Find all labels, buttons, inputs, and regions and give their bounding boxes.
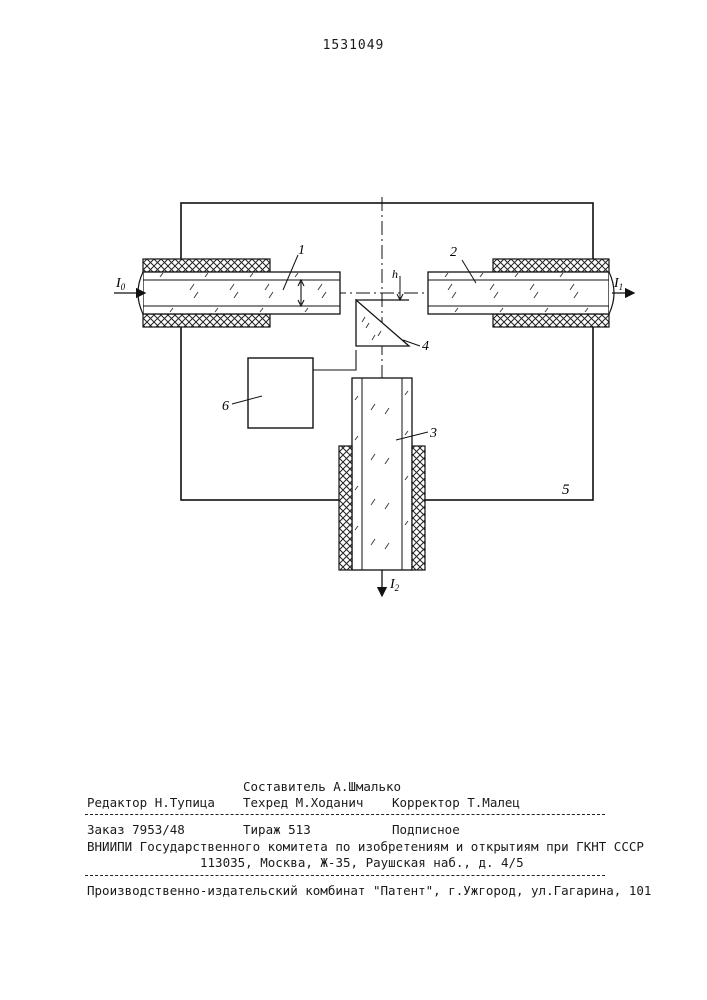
editor-line: Редактор Н.Тупица: [87, 795, 215, 810]
label-2: 2: [450, 245, 457, 260]
fiber-3-jacket-left: [339, 446, 352, 570]
compiler-line: Составитель А.Шмалько: [243, 779, 401, 794]
label-3: 3: [429, 426, 437, 441]
input-beam-label: I0: [115, 276, 126, 292]
circulation-line: Тираж 513: [243, 822, 311, 837]
fiber-1-jacket-bottom: [143, 314, 270, 327]
fiber-3-cladding: [352, 378, 412, 570]
output-beam-1-label: I1: [613, 276, 623, 292]
fiber-2: [428, 259, 614, 327]
prism-4: [356, 300, 420, 346]
label-6: 6: [222, 399, 229, 414]
corrector-line: Корректор Т.Малец: [392, 795, 520, 810]
techred-line: Техред М.Ходанич: [243, 795, 363, 810]
output-beam-2-label: I2: [389, 577, 400, 593]
imprint-rule-bottom: [85, 875, 605, 876]
label-1: 1: [298, 243, 305, 258]
label-4: 4: [422, 339, 429, 354]
unit-6: [248, 358, 313, 428]
label-h: h: [392, 267, 398, 281]
institute-line-1: ВНИИПИ Государственного комитета по изоб…: [87, 839, 644, 854]
unit-6-connection: [313, 350, 356, 370]
fiber-1: [138, 255, 340, 327]
fiber-3-jacket-right: [412, 446, 425, 570]
label-5: 5: [562, 482, 570, 498]
fiber-3: [339, 378, 428, 570]
subscription-line: Подписное: [392, 822, 460, 837]
publisher-line: Производственно-издательский комбинат "П…: [87, 883, 651, 898]
institute-line-2: 113035, Москва, Ж-35, Раушская наб., д. …: [200, 855, 524, 870]
fiber-1-jacket-top: [143, 259, 270, 272]
order-line: Заказ 7953/48: [87, 822, 185, 837]
fiber-2-jacket-top: [493, 259, 609, 272]
fiber-2-jacket-bottom: [493, 314, 609, 327]
fiber-1-cladding: [143, 272, 340, 314]
imprint-rule-top: [85, 814, 605, 815]
